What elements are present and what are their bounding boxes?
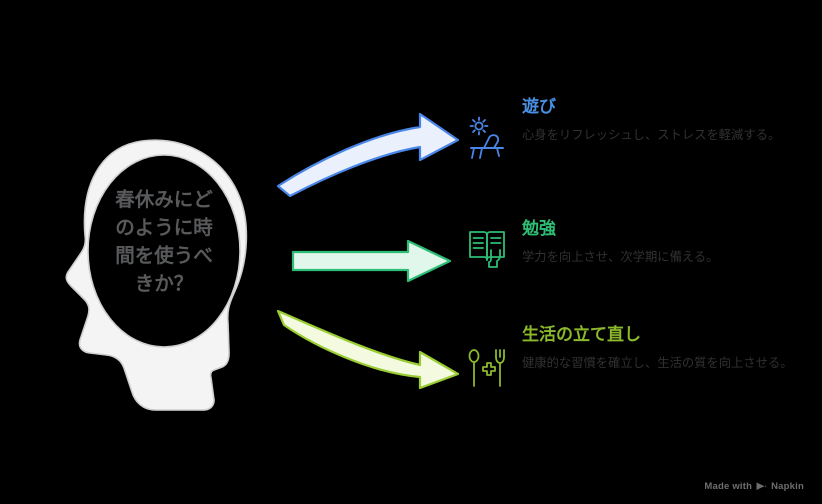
branch-play: 遊び 心身をリフレッシュし、ストレスを軽減する。 [466,96,806,162]
open-book-hand-icon [466,226,510,272]
branch-life: 生活の立て直し 健康的な習慣を確立し、生活の質を向上させる。 [466,324,806,392]
napkin-logo-icon [756,482,767,492]
head-silhouette-icon [65,139,248,411]
arrow-to-life [276,309,460,390]
branch-play-body: 遊び 心身をリフレッシュし、ストレスを軽減する。 [522,96,806,144]
branch-study-description: 学力を向上させ、次学期に備える。 [522,250,719,264]
branch-life-description: 健康的な習慣を確立し、生活の質を向上させる。 [522,356,793,370]
central-head-shape [38,138,308,438]
watermark: Made with Napkin [704,481,804,492]
branch-play-description: 心身をリフレッシュし、ストレスを軽減する。 [522,128,781,142]
branch-play-title: 遊び [522,97,556,116]
watermark-prefix: Made with [704,481,753,492]
arrow-to-play [276,112,460,198]
branch-study: 勉強 学力を向上させ、次学期に備える。 [466,218,806,272]
watermark-brand: Napkin [771,481,804,492]
branch-life-body: 生活の立て直し 健康的な習慣を確立し、生活の質を向上させる。 [522,324,806,372]
branch-study-body: 勉強 学力を向上させ、次学期に備える。 [522,218,806,266]
branch-study-title: 勉強 [522,219,556,238]
beach-chair-sun-icon [466,116,510,162]
arrow-to-study [291,239,452,283]
branch-life-title: 生活の立て直し [522,325,641,344]
fork-spoon-health-cross-icon [466,346,510,392]
